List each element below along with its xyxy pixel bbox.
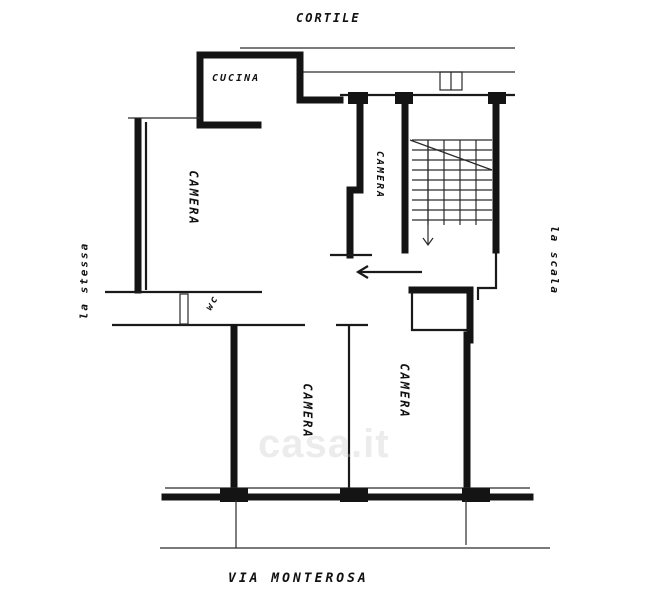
bath-inner-wall <box>410 292 470 332</box>
side-label-left: la stessa <box>77 241 91 320</box>
room-label-bottom-mid: CAMERA <box>300 383 315 439</box>
kitchen-wall <box>196 51 316 129</box>
room-label-bottom-right: CAMERA <box>397 363 412 419</box>
watermark: casa.it <box>258 422 390 466</box>
side-label-right: la scala <box>547 226 561 295</box>
street-label: VIA MONTEROSA <box>228 571 369 586</box>
room-label-closet: CAMERA <box>374 150 386 200</box>
kitchen-label: CUCINA <box>212 73 261 84</box>
left-door-jamb <box>179 293 189 325</box>
closet-wall <box>346 96 364 259</box>
staircase-treads <box>409 139 493 247</box>
entrance-arrow-head <box>355 265 369 279</box>
facade-pillar-2 <box>340 488 368 502</box>
courtyard-label: CORTILE <box>296 11 361 25</box>
room-label-living: CAMERA <box>186 170 201 226</box>
facade-pillar <box>220 488 248 502</box>
bath-wall <box>408 286 474 344</box>
facade-pillar-3 <box>462 488 490 502</box>
landing-wall <box>476 250 498 300</box>
